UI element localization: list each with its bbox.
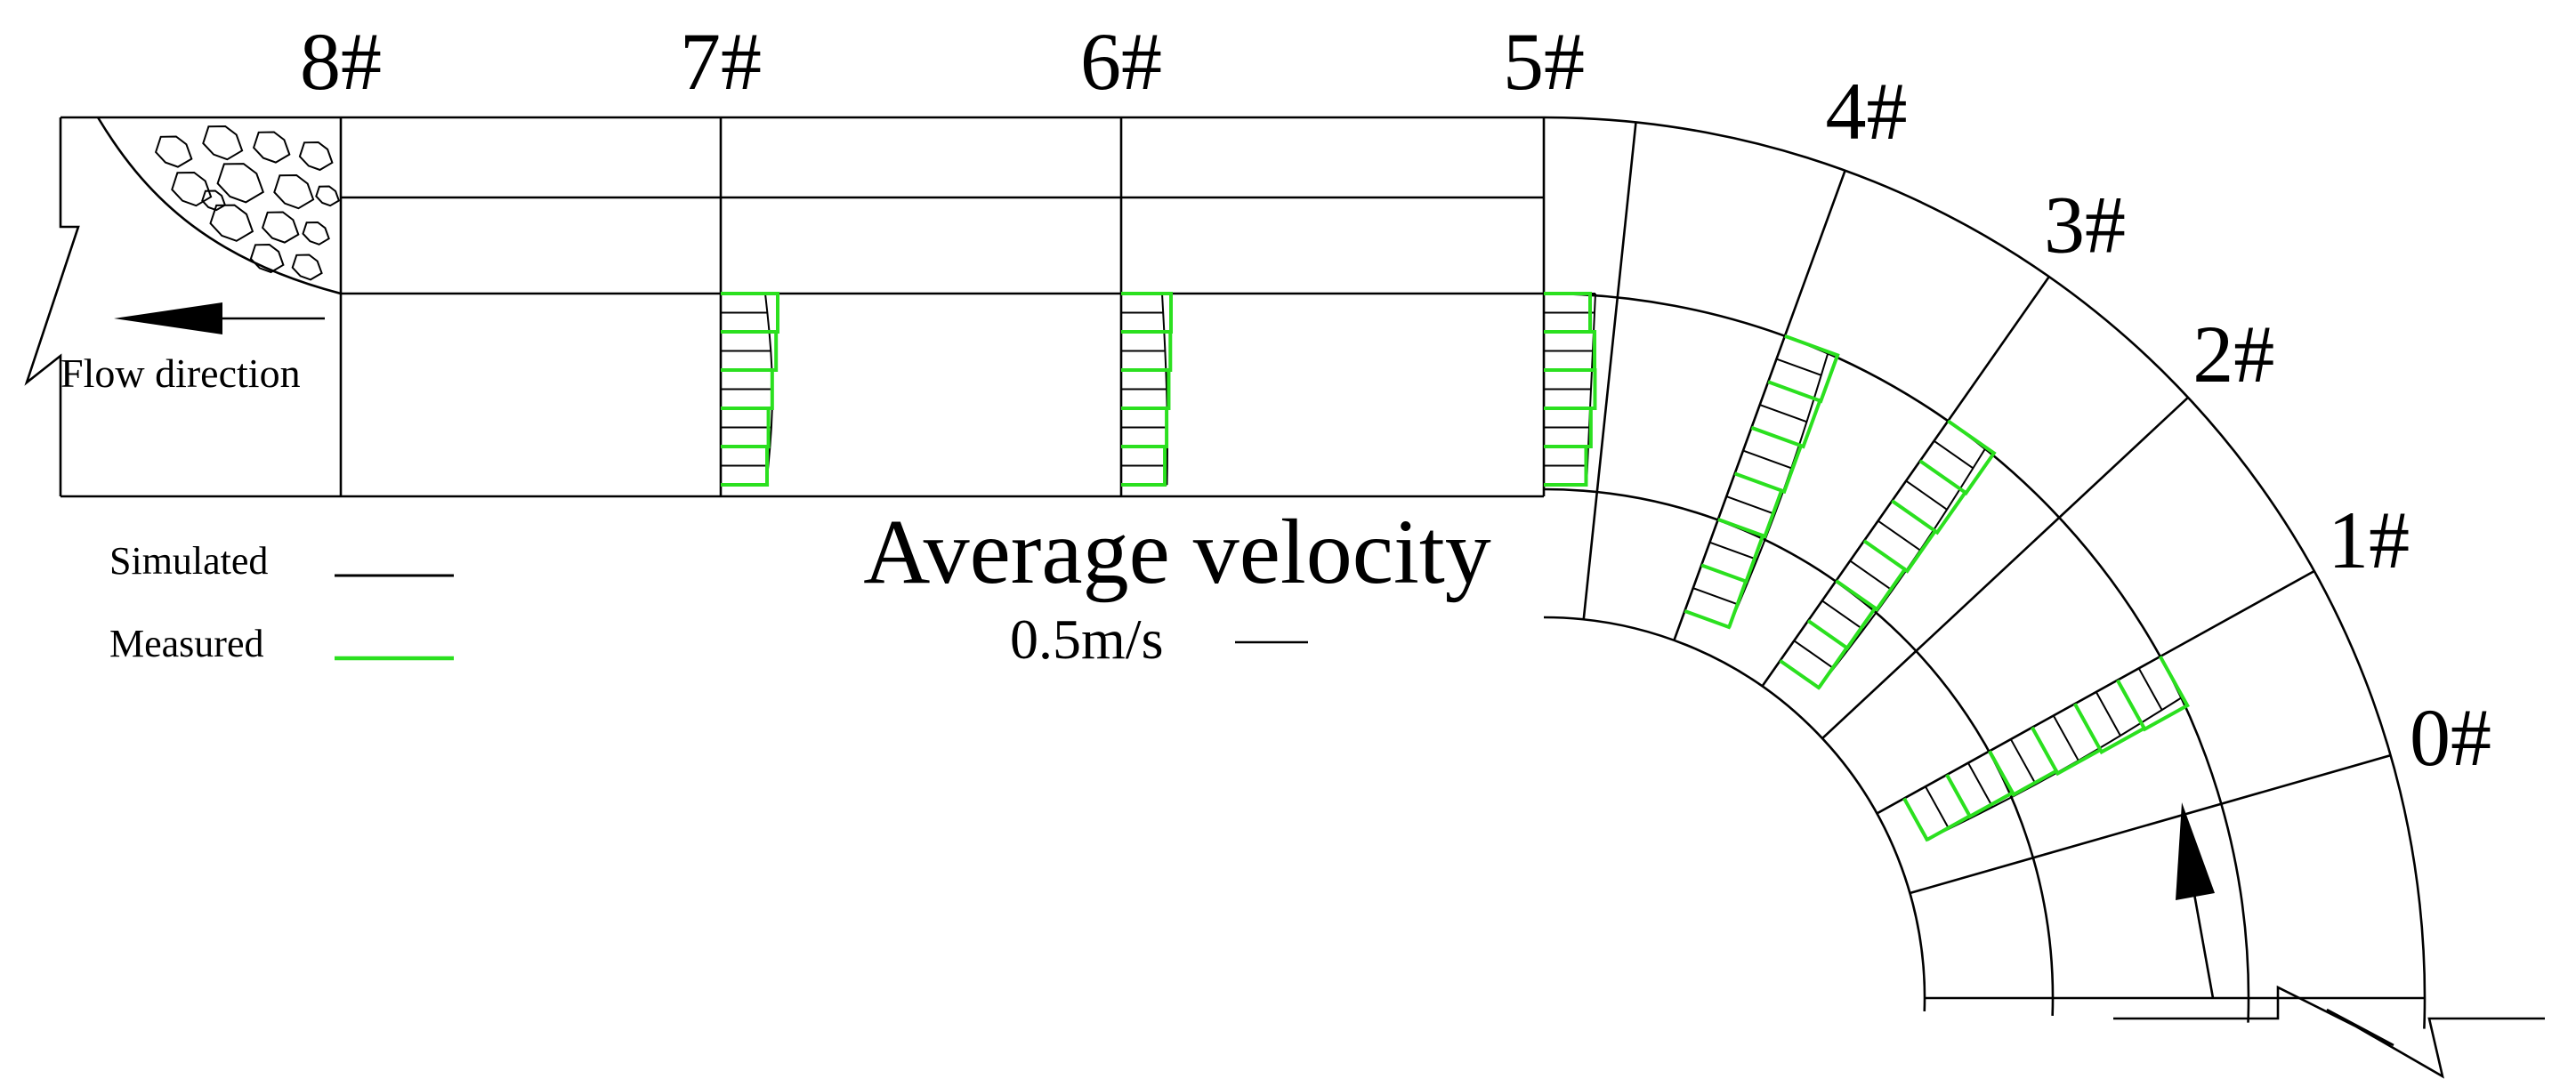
rock: [273, 173, 315, 210]
bend-arc: [1543, 616, 1926, 1011]
velocity-profile: [1543, 292, 1597, 487]
straight-channel: [24, 116, 1546, 498]
bend-section-line: [1821, 396, 2189, 740]
rock: [171, 171, 213, 207]
legend: Simulated Measured: [109, 539, 454, 665]
rock: [154, 135, 193, 168]
rock: [202, 125, 244, 161]
section-labels: 8# 7# 6# 5# 4# 3# 2# 1# 0#: [300, 16, 2491, 783]
section-label-0: 0#: [2410, 692, 2491, 783]
section-label-2: 2#: [2192, 309, 2274, 399]
bend-arc: [1543, 487, 2055, 1017]
chart-title: Average velocity: [863, 501, 1491, 603]
rock: [249, 243, 285, 274]
rock: [302, 221, 330, 246]
bend-arc: [1543, 292, 2250, 1023]
legend-label-simulated: Simulated: [109, 539, 268, 583]
section-label-7: 7#: [680, 16, 762, 107]
velocity-profile: [1120, 292, 1173, 487]
rock: [261, 211, 300, 244]
rock-deposit: [96, 117, 342, 295]
flow-direction-label: Flow direction: [61, 350, 301, 396]
inflow-arrow-icon: [2176, 802, 2215, 999]
velocity-profiles: [720, 292, 2190, 842]
section-label-1: 1#: [2328, 495, 2410, 585]
inflow-break-line: [2113, 985, 2545, 1079]
bend-section-line: [1910, 753, 2392, 895]
section-label-6: 6#: [1080, 16, 1162, 107]
section-label-8: 8#: [300, 16, 382, 107]
rock: [216, 163, 265, 204]
rock-slope: [96, 117, 342, 295]
velocity-profile: [720, 292, 779, 487]
rock: [209, 204, 254, 242]
rock: [252, 131, 291, 164]
section-label-3: 3#: [2044, 180, 2126, 270]
scale-label: 0.5m/s: [1010, 608, 1163, 671]
rock: [291, 254, 323, 281]
section-label-4: 4#: [1826, 66, 1908, 157]
bend-section-line: [1582, 122, 1637, 620]
velocity-profile: [1684, 334, 1840, 630]
rock: [201, 189, 227, 212]
rock: [315, 185, 341, 207]
section-label-5: 5#: [1503, 16, 1585, 107]
velocity-profile: [1902, 656, 2190, 842]
bend-arc: [1543, 116, 2427, 1029]
flow-direction-arrow-icon: [114, 302, 325, 334]
legend-label-measured: Measured: [109, 622, 264, 665]
velocity-profile: [1779, 419, 1997, 690]
rock: [298, 141, 334, 172]
